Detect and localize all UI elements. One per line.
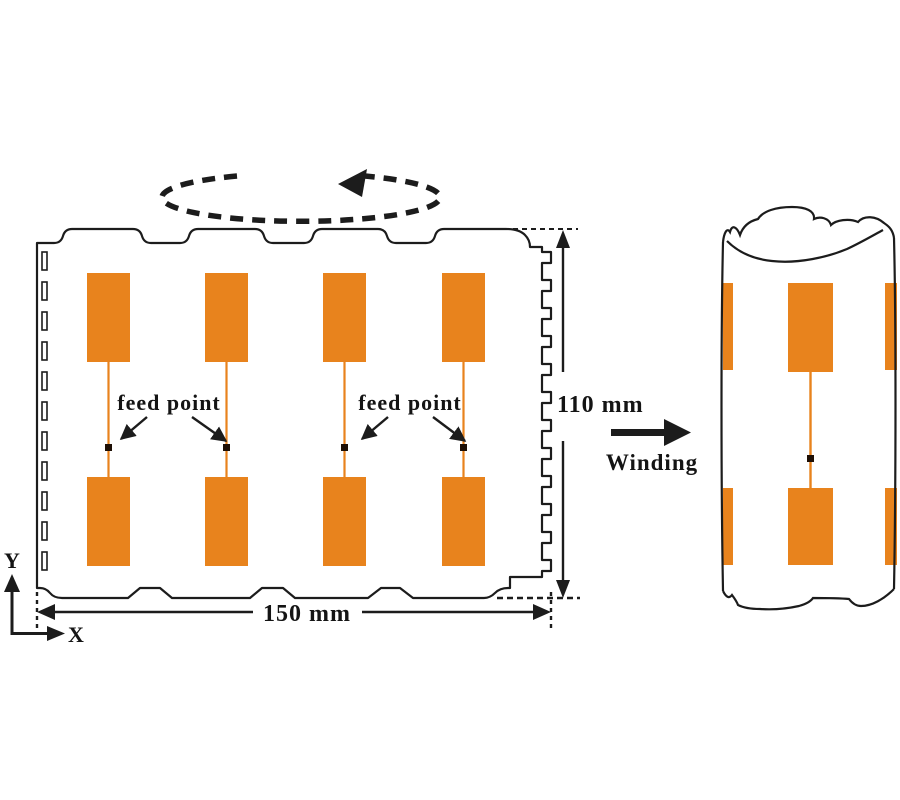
- stitch-dash: [41, 401, 48, 421]
- winding-indicator: Winding: [606, 419, 698, 475]
- antenna-patch: [87, 273, 130, 362]
- antenna-patch: [87, 477, 130, 566]
- antenna-patch: [205, 477, 248, 566]
- rotation-arrow-icon: [159, 169, 443, 225]
- cylinder-left-edge: [720, 241, 725, 592]
- height-dimension-label: 110 mm: [557, 392, 644, 418]
- wrapped-patch-strip: [723, 488, 733, 565]
- stitch-dash: [41, 371, 48, 391]
- callout-arrow: [119, 416, 148, 441]
- feed-lines: [107, 361, 465, 478]
- stitch-dash: [41, 311, 48, 331]
- feed-point-callout-left: feed point: [117, 390, 228, 442]
- feed-point-marker: [341, 444, 348, 451]
- cylinder-right-edge: [892, 237, 897, 590]
- flat-antenna-sheet: [35, 227, 553, 600]
- y-axis-label: Y: [4, 548, 20, 573]
- callout-arrow: [432, 416, 467, 442]
- winding-label: Winding: [606, 450, 698, 475]
- antenna-patch: [323, 477, 366, 566]
- stitch-dash: [41, 341, 48, 361]
- feed-point-marker: [460, 444, 467, 451]
- x-axis-arrowhead: [47, 626, 65, 641]
- dimension-arrowhead-down: [556, 580, 570, 598]
- sheet-outline: [35, 227, 553, 600]
- dimension-arrowhead-right: [533, 604, 551, 620]
- feed-point-marker: [807, 455, 814, 462]
- antenna-patch: [442, 273, 485, 362]
- wrapped-patch-strip: [723, 283, 733, 370]
- stitch-dash: [41, 521, 48, 541]
- width-dimension-label: 150 mm: [263, 601, 351, 627]
- antenna-patch: [788, 283, 833, 372]
- rolled-antenna-cylinder: [720, 205, 897, 611]
- feed-point-marker: [223, 444, 230, 451]
- dimension-height: 110 mm: [497, 228, 644, 600]
- rotation-dashed-arc: [159, 173, 443, 225]
- perforation-stitch-line: [41, 251, 48, 571]
- dimension-width: 150 mm: [35, 592, 553, 632]
- callout-arrow: [360, 416, 389, 441]
- cylinder-top-rim-inner: [726, 229, 884, 263]
- stitch-dash: [41, 551, 48, 571]
- antenna-patch: [323, 273, 366, 362]
- stitch-dash: [41, 461, 48, 481]
- antenna-patches: [87, 273, 485, 566]
- dimension-arrowhead-left: [37, 604, 55, 620]
- cylinder-top-rim-outer: [721, 205, 896, 243]
- feed-point-callout-right: feed point: [358, 390, 467, 442]
- x-axis-label: X: [68, 622, 84, 647]
- feed-point-marker: [105, 444, 112, 451]
- callout-arrow: [191, 416, 228, 442]
- stitch-dash: [41, 251, 48, 271]
- winding-arrow-shaft: [611, 429, 664, 436]
- stitch-dash: [41, 491, 48, 511]
- dimension-arrowhead-up: [556, 230, 570, 248]
- cylinder-body: [721, 238, 896, 591]
- winding-arrow-icon: [664, 419, 691, 446]
- antenna-patch: [442, 477, 485, 566]
- rotation-arrowhead: [338, 169, 367, 197]
- feed-point-label: feed point: [117, 390, 221, 415]
- antenna-patch: [788, 488, 833, 565]
- coordinate-axes: Y X: [4, 548, 84, 647]
- stitch-dash: [41, 281, 48, 301]
- feed-point-label: feed point: [358, 390, 462, 415]
- feed-point-markers: [105, 444, 467, 451]
- cylinder-bottom-rim: [722, 588, 895, 611]
- antenna-patch: [205, 273, 248, 362]
- y-axis-arrowhead: [4, 574, 20, 592]
- stitch-dash: [41, 431, 48, 451]
